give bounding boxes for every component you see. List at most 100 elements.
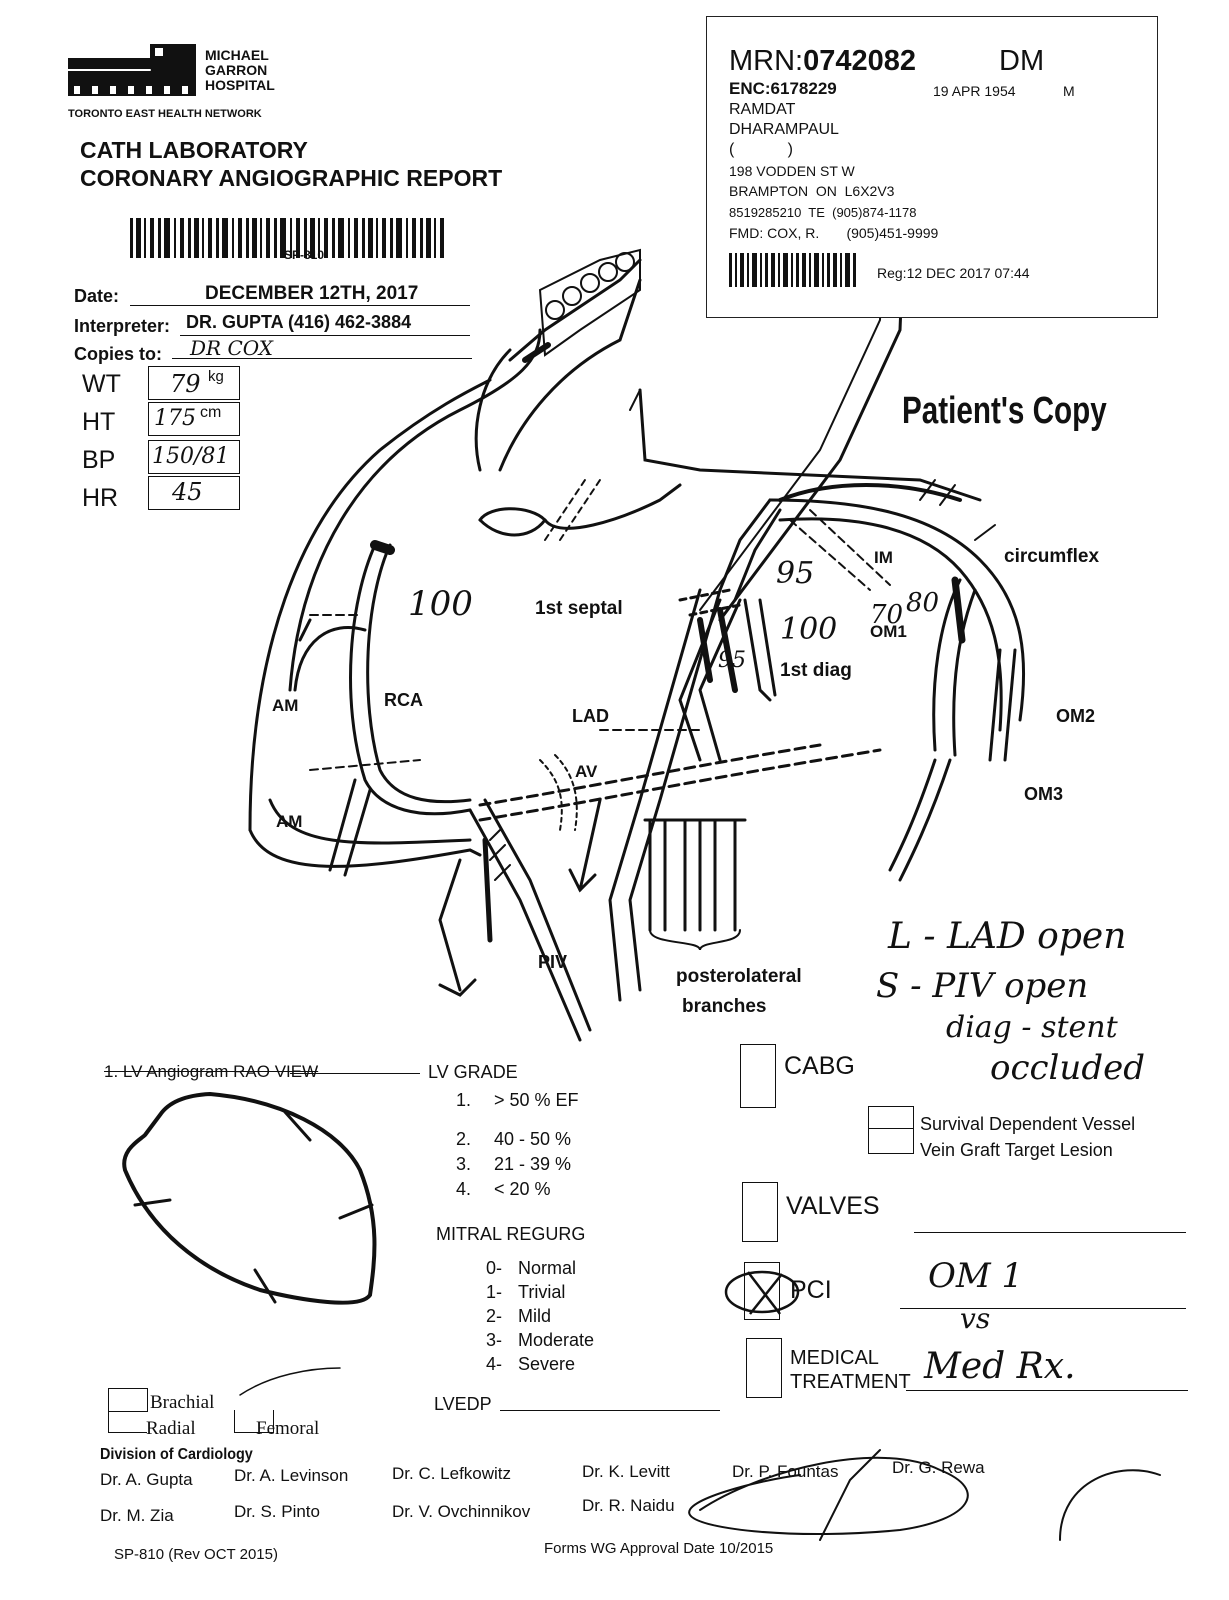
lv-grade-1-text: > 50 % EF xyxy=(494,1090,579,1110)
lv-grade-1-num: 1. xyxy=(456,1090,472,1110)
fmd: FMD: COX, R. (905)451-9999 xyxy=(729,225,939,241)
femoral-checkbox[interactable] xyxy=(234,1410,274,1433)
label-posterolateral-line2: branches xyxy=(682,996,767,1017)
stenosis-om-70: 70 xyxy=(870,600,904,630)
cabg-checkbox[interactable] xyxy=(740,1044,776,1108)
vital-value-wt: 79 xyxy=(170,370,201,398)
doctor-9: Dr. V. Ovchinnikov xyxy=(392,1502,531,1521)
lvedp-field[interactable] xyxy=(500,1410,720,1411)
division-label: Division of Cardiology xyxy=(100,1446,253,1463)
doctor-1: Dr. A. Gupta xyxy=(100,1470,193,1489)
label-am-lower: AM xyxy=(276,812,303,831)
form-code: SP-810 (Rev OCT 2015) xyxy=(114,1546,278,1563)
lv-grade-1: 1. > 50 % EF xyxy=(456,1088,579,1113)
label-first-diag: 1st diag xyxy=(780,660,852,681)
lv-grade-4-text: < 20 % xyxy=(494,1179,551,1199)
lv-grade-list: 1. > 50 % EF 2. 40 - 50 % 3.21 - 39 % 4. < … xyxy=(456,1088,579,1202)
medical-label-line2: TREATMENT xyxy=(790,1371,911,1393)
mitral-0-text: Normal xyxy=(518,1258,577,1278)
label-circumflex: circumflex xyxy=(1004,546,1100,567)
vital-value-bp: 150/81 xyxy=(152,444,230,469)
mitral-3: 3- Moderate xyxy=(486,1328,594,1352)
doctor-7: Dr. M. Zia xyxy=(100,1506,174,1525)
vital-unit-wt: kg xyxy=(208,368,224,385)
vital-label-ht: HT xyxy=(82,408,116,436)
radial-label: Radial xyxy=(146,1418,196,1439)
copies-value: DR COX xyxy=(190,336,274,360)
note-line4: occluded xyxy=(990,1048,1145,1088)
mitral-3-num: 3- xyxy=(486,1330,503,1350)
report-title: CATH LABORATORY CORONARY ANGIOGRAPHIC RE… xyxy=(80,136,502,192)
pci-note: OM 1 xyxy=(928,1256,1024,1296)
lv-outline xyxy=(122,1091,377,1305)
vital-label-bp: BP xyxy=(82,446,116,474)
survival-label: Survival Dependent Vessel xyxy=(920,1114,1136,1134)
mitral-list: 0-Normal 1-Trivial 2-Mild 3-Moderate 4-S… xyxy=(486,1256,594,1376)
lv-grade-2-text: 40 - 50 % xyxy=(494,1129,572,1149)
enc: ENC:6178229 xyxy=(729,79,837,98)
mitral-1: 1- Trivial xyxy=(486,1280,594,1304)
doctor-4: Dr. K. Levitt xyxy=(582,1462,670,1481)
interpreter-value: DR. GUPTA (416) 462-3884 xyxy=(186,312,412,332)
med-note: Med Rx. xyxy=(924,1346,1076,1387)
hospital-name-line2: GARRON xyxy=(205,62,268,78)
lv-grade-2: 2. 40 - 50 % xyxy=(456,1127,579,1152)
label-first-septal: 1st septal xyxy=(535,598,623,619)
date-label: Date: xyxy=(74,286,120,306)
given-name: DHARAMPAUL xyxy=(729,121,839,138)
hospital-name: MICHAEL GARRON HOSPITAL xyxy=(205,48,275,93)
phone: 8519285210 TE (905)874-1178 xyxy=(729,205,917,220)
mitral-0-num: 0- xyxy=(486,1258,503,1278)
address1: 198 VODDEN ST W xyxy=(729,163,855,179)
mitral-1-text: Trivial xyxy=(518,1282,566,1302)
femoral-label: Femoral xyxy=(256,1418,320,1439)
mitral-title: MITRAL REGURG xyxy=(436,1224,586,1244)
lv-grade-3: 3.21 - 39 % xyxy=(456,1152,579,1177)
stenosis-om-80: 80 xyxy=(906,588,940,618)
radial-checkbox[interactable] xyxy=(108,1410,147,1433)
lv-angiogram-title: 1. LV Angiogram RAO VIEW xyxy=(104,1062,319,1081)
brachial-checkbox[interactable] xyxy=(108,1388,148,1412)
vital-value-ht: 175 xyxy=(154,406,196,431)
survival-vein-checkbox[interactable] xyxy=(868,1106,914,1154)
label-posterolateral-line1: posterolateral xyxy=(676,966,802,987)
doctor-6: Dr. G. Rewa xyxy=(892,1458,985,1477)
registration: Reg:12 DEC 2017 07:44 xyxy=(877,265,1030,281)
lv-grade-2-num: 2. xyxy=(456,1129,472,1149)
vital-label-wt: WT xyxy=(82,370,121,398)
medical-checkbox[interactable] xyxy=(746,1338,782,1398)
stenosis-lad: 95 xyxy=(776,556,815,591)
hospital-logo-icon xyxy=(67,44,196,96)
label-rca: RCA xyxy=(384,690,423,710)
mrn-label: MRN: xyxy=(729,45,804,77)
valves-checkbox[interactable] xyxy=(742,1182,778,1242)
vs-note: vs xyxy=(960,1302,991,1335)
mrn-value: 0742082 xyxy=(803,45,917,77)
note-line3: diag - stent xyxy=(946,1010,1118,1045)
valves-label: VALVES xyxy=(786,1192,880,1220)
copies-label: Copies to: xyxy=(74,344,162,364)
paren-field: ( ) xyxy=(729,141,793,158)
mitral-1-num: 1- xyxy=(486,1282,503,1302)
doctor-5: Dr. P. Fountas xyxy=(732,1462,839,1481)
stenosis-diag-95: 95 xyxy=(718,648,746,673)
lvedp-label: LVEDP xyxy=(434,1394,492,1414)
barcode-icon xyxy=(130,218,444,258)
note-line2: S - PIV open xyxy=(876,966,1089,1006)
mitral-2-text: Mild xyxy=(518,1306,552,1326)
vital-value-hr: 45 xyxy=(172,478,203,506)
mitral-3-text: Moderate xyxy=(518,1330,595,1350)
lv-grade-4-num: 4. xyxy=(456,1179,472,1199)
doctor-8: Dr. S. Pinto xyxy=(234,1502,320,1521)
mitral-2: 2-Mild xyxy=(486,1304,594,1328)
stenosis-rca: 100 xyxy=(408,584,473,624)
stenosis-diag-100: 100 xyxy=(780,612,838,647)
pci-label: PCI xyxy=(790,1276,832,1304)
sex: M xyxy=(1063,83,1075,99)
label-om1: OM1 xyxy=(870,622,907,641)
barcode-code: SP-810 xyxy=(284,248,325,262)
note-line1: L - LAD open xyxy=(888,916,1127,957)
hospital-name-line3: HOSPITAL xyxy=(205,77,275,93)
vital-unit-ht: cm xyxy=(200,404,222,421)
